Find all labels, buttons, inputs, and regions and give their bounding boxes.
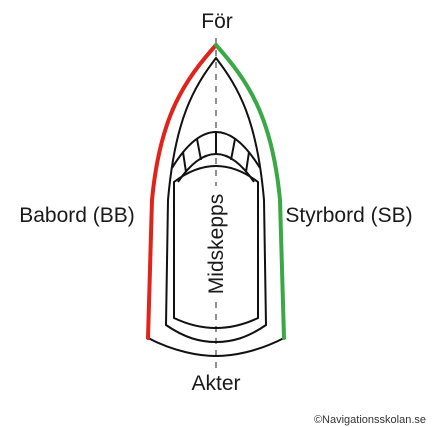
starboard-label: Styrbord (SB)	[285, 204, 412, 227]
copyright-text: ©Navigationsskolan.se	[314, 414, 426, 426]
deck-outline	[164, 56, 268, 344]
cockpit-outline	[173, 165, 259, 329]
bow-label: För	[201, 10, 233, 33]
midship-label-bg	[204, 186, 228, 302]
midship-label: Midskepps	[205, 194, 228, 294]
stern-label: Akter	[191, 372, 240, 395]
windshield-frames	[182, 133, 250, 173]
port-label: Babord (BB)	[19, 204, 135, 227]
starboard-side-line	[214, 43, 286, 340]
port-side-line	[146, 43, 218, 340]
windshield-outer	[171, 131, 261, 169]
